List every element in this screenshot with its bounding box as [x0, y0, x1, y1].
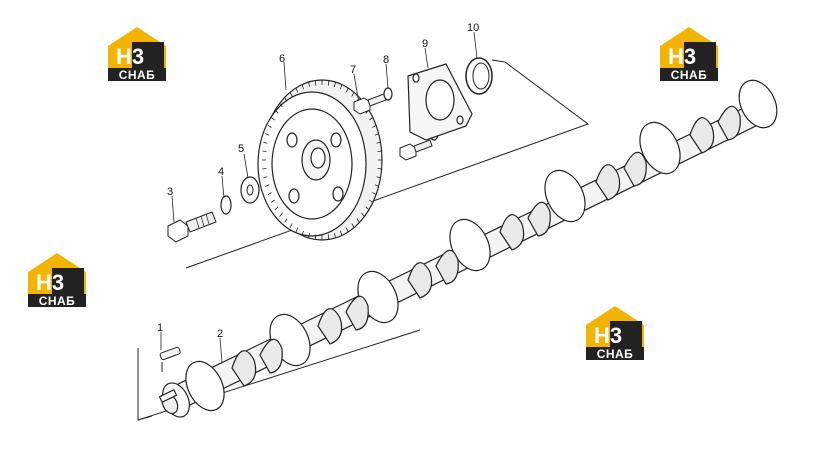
gear-tooth: [376, 141, 381, 144]
gear-tooth: [267, 192, 272, 196]
gear-tooth: [369, 117, 374, 121]
gear-tooth: [265, 133, 270, 136]
gear-tooth: [279, 103, 283, 108]
logo-letters: H3: [668, 44, 696, 69]
callout-10: 10: [467, 22, 479, 34]
gear-tooth: [340, 84, 343, 90]
gear-tooth: [289, 92, 293, 97]
gear-tooth: [372, 124, 377, 128]
gear-tooth: [334, 233, 336, 239]
gear-tooth: [377, 168, 382, 170]
gear-tooth: [369, 199, 374, 203]
gear-tooth: [267, 124, 272, 128]
gear-tooth: [289, 223, 293, 228]
callout-labels: 1 2 3 4 5 6 7 8 9 10: [157, 22, 479, 340]
gear-tooth: [374, 133, 379, 136]
logo-word: СНАБ: [671, 68, 708, 82]
gear-tooth: [279, 212, 283, 217]
gear-tooth: [262, 150, 267, 152]
gear-tooth: [262, 168, 267, 170]
callout-8: 8: [383, 54, 389, 66]
gear-tooth: [351, 223, 355, 228]
gear-tooth: [361, 212, 365, 217]
logo-letters: H3: [116, 44, 144, 69]
logo-word-bar: [660, 68, 718, 81]
gear-tooth: [284, 97, 288, 102]
gear-tooth: [301, 84, 304, 90]
gear-tooth: [263, 141, 268, 144]
gear-tooth: [345, 227, 349, 233]
gear-bolt: [167, 211, 217, 243]
callout-4: 4: [218, 166, 224, 178]
thrust-plate-bolt-upper: [353, 93, 387, 115]
gear-tooth: [365, 206, 370, 211]
logo-letters: H3: [594, 323, 622, 348]
gear-tooth: [340, 230, 343, 236]
thrust-plate-bolt-lower: [399, 139, 433, 161]
logo-panel: [132, 42, 164, 68]
gear-tooth: [295, 227, 299, 233]
key: [159, 346, 181, 372]
logo-word-bar: [28, 294, 86, 307]
gear-tooth: [265, 184, 270, 187]
gear-tooth: [372, 192, 377, 196]
gear-tooth: [284, 218, 288, 223]
camshaft: [158, 79, 778, 418]
flat-washer: [240, 176, 260, 204]
gear-tooth: [334, 81, 336, 87]
gear-tooth: [308, 233, 310, 239]
gear-tooth: [270, 199, 275, 203]
logo-letters: H3: [36, 270, 64, 295]
gear-tooth: [376, 176, 381, 179]
thrust-plate: [407, 63, 473, 141]
seal-ring: [465, 57, 493, 95]
gear-tooth: [270, 117, 275, 121]
gear-tooth: [263, 176, 268, 179]
gear-tooth: [301, 230, 304, 236]
callout-9: 9: [422, 38, 428, 50]
callout-7: 7: [350, 64, 356, 76]
logo-word: СНАБ: [597, 347, 634, 361]
callout-1: 1: [157, 322, 163, 334]
gear-tooth: [377, 150, 382, 152]
logo-panel: [52, 268, 84, 294]
logo-panel: [610, 321, 642, 347]
camshaft-gear: [257, 79, 383, 241]
callout-2: 2: [217, 328, 223, 340]
callout-3: 3: [167, 186, 173, 198]
logo-word: СНАБ: [39, 294, 76, 308]
gear-tooth: [295, 87, 299, 93]
washer-upper: [383, 87, 393, 101]
gear-tooth: [351, 92, 355, 97]
gear-tooth: [274, 109, 279, 114]
logo-panel: [684, 42, 716, 68]
lock-washer: [220, 195, 232, 215]
logo-word: СНАБ: [119, 68, 156, 82]
leader-lines: [160, 31, 478, 363]
logo-word-bar: [586, 347, 644, 360]
gear-tooth: [308, 81, 310, 87]
logo-word-bar: [108, 68, 166, 81]
callout-5: 5: [238, 143, 244, 155]
gear-tooth: [345, 87, 349, 93]
gear-tooth: [356, 218, 360, 223]
gear-tooth: [274, 206, 279, 211]
gear-tooth: [374, 184, 379, 187]
callout-6: 6: [279, 53, 285, 65]
